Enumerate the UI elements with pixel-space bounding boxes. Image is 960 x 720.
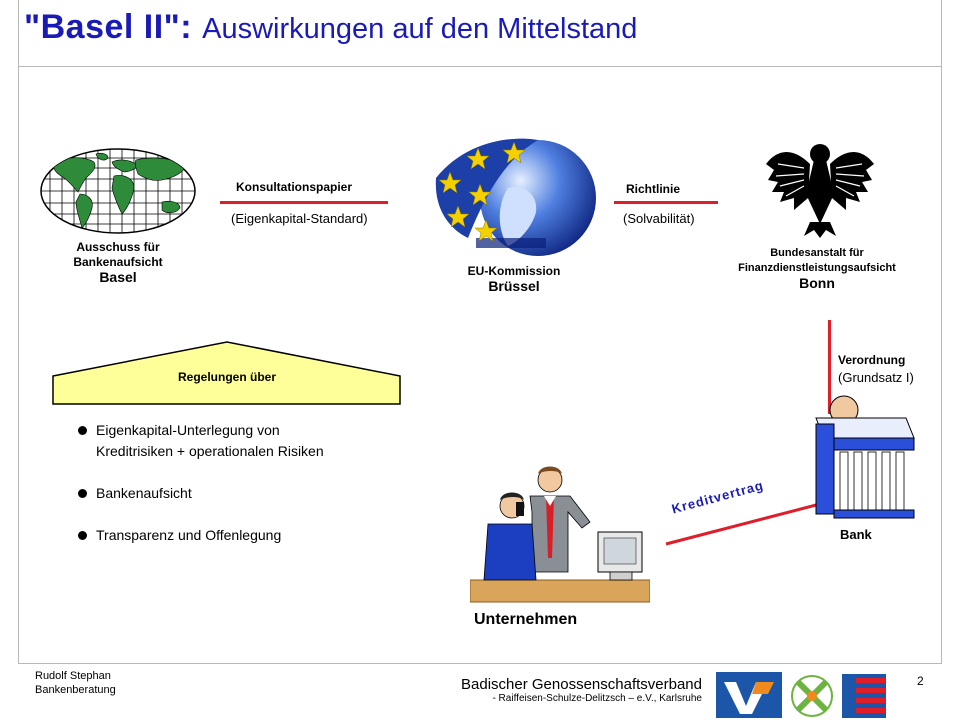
bruessel-label: EU-Kommission Brüssel: [444, 264, 584, 294]
konsultation-detail: (Eigenkapital-Standard): [231, 211, 368, 226]
richtlinie-detail: (Solvabilität): [623, 211, 695, 226]
footer-author: Rudolf Stephan Bankenberatung: [35, 669, 116, 697]
footer-org-line2: - Raiffeisen-Schulze-Delitzsch – e.V., K…: [492, 693, 702, 704]
footer-organization: Badischer Genossenschaftsverband - Raiff…: [461, 676, 702, 704]
list-item: Eigenkapital-Unterlegung von Kreditrisik…: [76, 420, 406, 462]
regelungen-header: Regelungen über: [177, 370, 276, 384]
bank-building-icon: [815, 395, 915, 519]
bruessel-city: Brüssel: [488, 278, 540, 294]
footer-org-line1: Badischer Genossenschaftsverband: [461, 676, 702, 693]
konsultation-label: Konsultationspapier: [236, 180, 353, 194]
kreditvertrag-line: [665, 502, 821, 546]
item-line1: Bankenaufsicht: [96, 485, 192, 501]
volksbank-logo-icon: [716, 672, 782, 718]
federal-eagle-icon: [766, 144, 874, 238]
bullet-dot: [78, 531, 87, 540]
regelungen-list: Eigenkapital-Unterlegung von Kreditrisik…: [76, 420, 406, 567]
bonn-line2: Finanzdienstleistungsaufsicht: [738, 262, 896, 274]
item-line1: Transparenz und Offenlegung: [96, 527, 282, 543]
footer-department: Bankenberatung: [35, 684, 116, 696]
footer-author-name: Rudolf Stephan: [35, 670, 111, 682]
verordnung-label: Verordnung: [838, 353, 906, 367]
bullet-dot: [78, 426, 87, 435]
title-main: "Basel II":: [24, 8, 193, 46]
title-divider: [18, 66, 942, 67]
richtlinie-line: [614, 201, 718, 204]
basel-line2: Bankenaufsicht: [73, 255, 163, 269]
item-line1: Eigenkapital-Unterlegung von: [96, 422, 280, 438]
bruessel-line1: EU-Kommission: [467, 264, 561, 278]
verordnung-line: [828, 320, 831, 414]
bonn-label: Bundesanstalt für Finanzdienstleistungsa…: [704, 246, 930, 291]
richtlinie-label: Richtlinie: [626, 182, 681, 196]
eu-globe-icon: [435, 138, 596, 256]
unternehmen-label: Unternehmen: [474, 611, 578, 628]
bonn-line1: Bundesanstalt für: [770, 247, 864, 259]
list-item: Transparenz und Offenlegung: [76, 525, 406, 546]
regelungen-shape: [52, 341, 401, 405]
item-line2: Kreditrisiken + operationalen Risiken: [96, 443, 324, 459]
basel-label: Ausschuss für Bankenaufsicht Basel: [40, 240, 196, 285]
page-number: 2: [917, 674, 924, 688]
businessmen-icon: [470, 466, 650, 603]
bank-label: Bank: [840, 527, 872, 542]
page-title: "Basel II": Auswirkungen auf den Mittelst…: [24, 8, 637, 47]
list-item: Bankenaufsicht: [76, 483, 406, 504]
world-map-icon: [40, 148, 196, 234]
verordnung-detail: (Grundsatz I): [838, 370, 914, 385]
raiffeisen-cross-icon: [791, 675, 833, 717]
slide-frame: [18, 0, 942, 664]
bonn-city: Bonn: [799, 275, 835, 291]
bullet-dot: [78, 489, 87, 498]
title-sub: Auswirkungen auf den Mittelstand: [202, 13, 638, 45]
genossenschaft-flag-icon: [842, 674, 886, 718]
konsultation-line: [220, 201, 388, 204]
basel-city: Basel: [99, 269, 137, 285]
basel-line1: Ausschuss für: [76, 240, 160, 254]
